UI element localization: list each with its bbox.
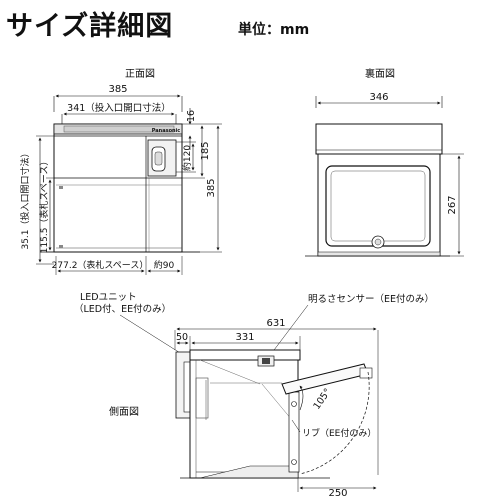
back-height-label: 267 — [447, 195, 458, 214]
page-title: サイズ詳細図 — [6, 11, 174, 42]
side-lid-depth-label: 250 — [328, 488, 347, 499]
back-door — [325, 165, 431, 247]
rib-label: リブ（EE付のみ） — [302, 427, 376, 439]
front-inlet-height-label: 約120 — [181, 145, 193, 171]
side-depth-label: 631 — [266, 318, 285, 329]
back-top-panel — [315, 123, 443, 155]
front-bottom-width-label: 277.2（表札スペース） — [52, 259, 149, 271]
front-left-dim-1: 35.1（投入口開口寸法） — [19, 148, 31, 249]
front-caption: 正面図 — [125, 68, 155, 80]
front-inlet-label: 341（投入口開口寸法） — [67, 102, 171, 114]
back-width-label: 346 — [369, 92, 388, 103]
front-left-dim-2: 115.5（表札スペース） — [38, 157, 50, 254]
unit-label: 単位：mm — [238, 22, 310, 38]
led-unit-label-1: LEDユニット — [80, 292, 137, 303]
side-body-depth-label: 331 — [235, 332, 254, 343]
front-view: 正面図 385 341（投入口開口寸法） Panasonic — [19, 68, 222, 275]
sensor-label: 明るさセンサー（EE付のみ） — [308, 293, 434, 305]
front-width-label: 385 — [108, 84, 127, 95]
led-unit-label-2: （LED付、EE付のみ） — [74, 303, 171, 315]
front-top-strip-label: 16 — [186, 110, 197, 122]
back-view: 裏面図 346 267 — [305, 67, 464, 257]
side-caption: 側面図 — [109, 405, 139, 418]
side-angle-label: 105° — [311, 387, 333, 412]
back-caption: 裏面図 — [365, 67, 395, 80]
side-view: 側面図 LEDユニット （LED付、EE付のみ） 明るさセンサー（EE付のみ） … — [74, 292, 434, 499]
side-left-part-label: 50 — [176, 332, 188, 343]
side-top — [189, 349, 301, 361]
brand-logo: Panasonic — [152, 128, 181, 134]
front-upper-height-label: 185 — [200, 141, 211, 160]
front-height-label: 385 — [206, 178, 217, 197]
side-swing-arc — [299, 371, 370, 475]
front-bottom-right-label: 約90 — [154, 259, 175, 271]
